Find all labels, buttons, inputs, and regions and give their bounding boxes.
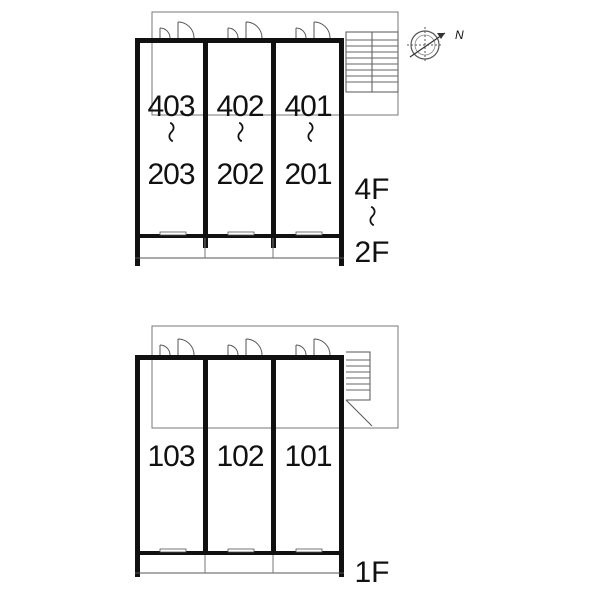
upper-top-wall [135,38,344,43]
upper-divider-2 [271,38,276,248]
lower-balcony-wall [135,551,344,555]
upper-balcony-wall [135,234,344,238]
unit-tilde: 〜 [296,121,321,143]
floor-label-4f: 4F [354,173,389,206]
upper-divider-1 [203,38,208,248]
unit-tilde: 〜 [226,121,251,143]
window [159,231,187,236]
unit-label-101: 101 [284,440,331,473]
window [295,231,323,236]
upper-right-wall [339,38,344,266]
lower-right-wall [339,355,344,577]
door-icon [295,21,331,39]
window [227,548,255,553]
lower-divider-2 [271,355,276,555]
unit-label-103: 103 [147,440,194,473]
unit-label-403: 403 [147,90,194,123]
unit-label-202: 202 [216,158,263,191]
lower-divider-1 [203,355,208,555]
door-icon [159,338,195,356]
unit-label-201: 201 [284,158,331,191]
floor-tilde: 〜 [358,205,383,227]
upper-left-wall [135,38,140,266]
floor-label-1f: 1F [354,556,389,589]
staircase-icon [345,351,373,427]
floor-label-2f: 2F [354,236,389,269]
upper-block: 403 〜 203 402 〜 202 401 〜 201 4F 〜 2F [135,11,399,269]
compass-north-label: N [455,28,464,42]
unit-label-102: 102 [216,440,263,473]
door-icon [295,338,331,356]
door-icon [227,338,263,356]
door-icon [227,21,263,39]
unit-label-203: 203 [147,158,194,191]
unit-label-401: 401 [284,90,331,123]
window [159,548,187,553]
lower-left-wall [135,355,140,577]
staircase-icon [345,31,399,93]
lower-top-wall [135,355,344,360]
window [227,231,255,236]
unit-tilde: 〜 [157,121,182,143]
door-icon [159,21,195,39]
window [295,548,323,553]
unit-label-402: 402 [216,90,263,123]
compass-icon: N [407,27,464,63]
lower-block: 103 102 101 1F [135,325,399,589]
